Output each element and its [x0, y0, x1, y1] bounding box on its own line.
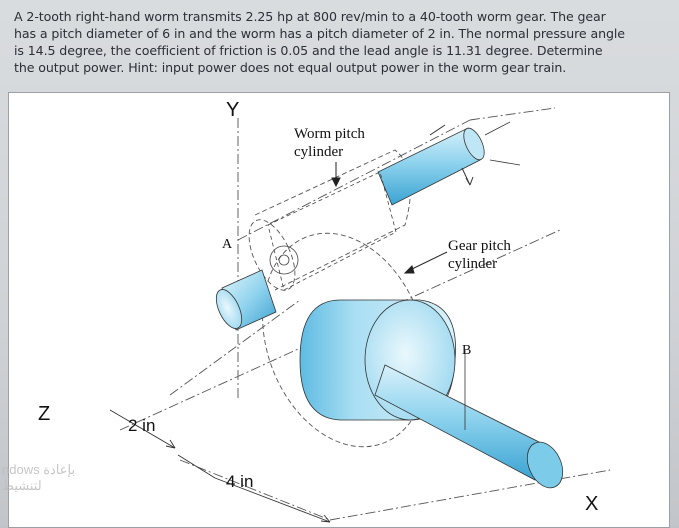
point-b-label: B — [462, 343, 471, 358]
axis-x-label: X — [585, 493, 598, 515]
gear-label-line2: cylinder — [448, 256, 497, 272]
problem-statement: A 2-tooth right-hand worm transmits 2.25… — [14, 9, 625, 75]
dimension-4in-label: 4 in — [226, 472, 253, 491]
worm-label-line2: cylinder — [294, 144, 343, 160]
watermark-line2: لتنشيط — [2, 478, 42, 493]
worm-body — [267, 171, 397, 291]
worm-stub — [215, 245, 299, 331]
watermark-line1: ndows بإعادة — [2, 462, 76, 477]
dimension-lines — [109, 409, 331, 523]
label-arrows — [331, 162, 448, 274]
worm-label-line1: Worm pitch — [294, 126, 365, 142]
axis-z-label: Z — [38, 403, 50, 425]
gear-label-line1: Gear pitch — [448, 238, 511, 254]
gear-shaft — [374, 350, 564, 489]
axis-y-label: Y — [226, 99, 239, 121]
worm-shaft — [377, 121, 521, 206]
dimension-2in-label: 2 in — [128, 416, 155, 435]
point-a-label: A — [222, 237, 233, 252]
windows-activation-watermark: ndows بإعادة لتنشيط — [0, 462, 132, 526]
